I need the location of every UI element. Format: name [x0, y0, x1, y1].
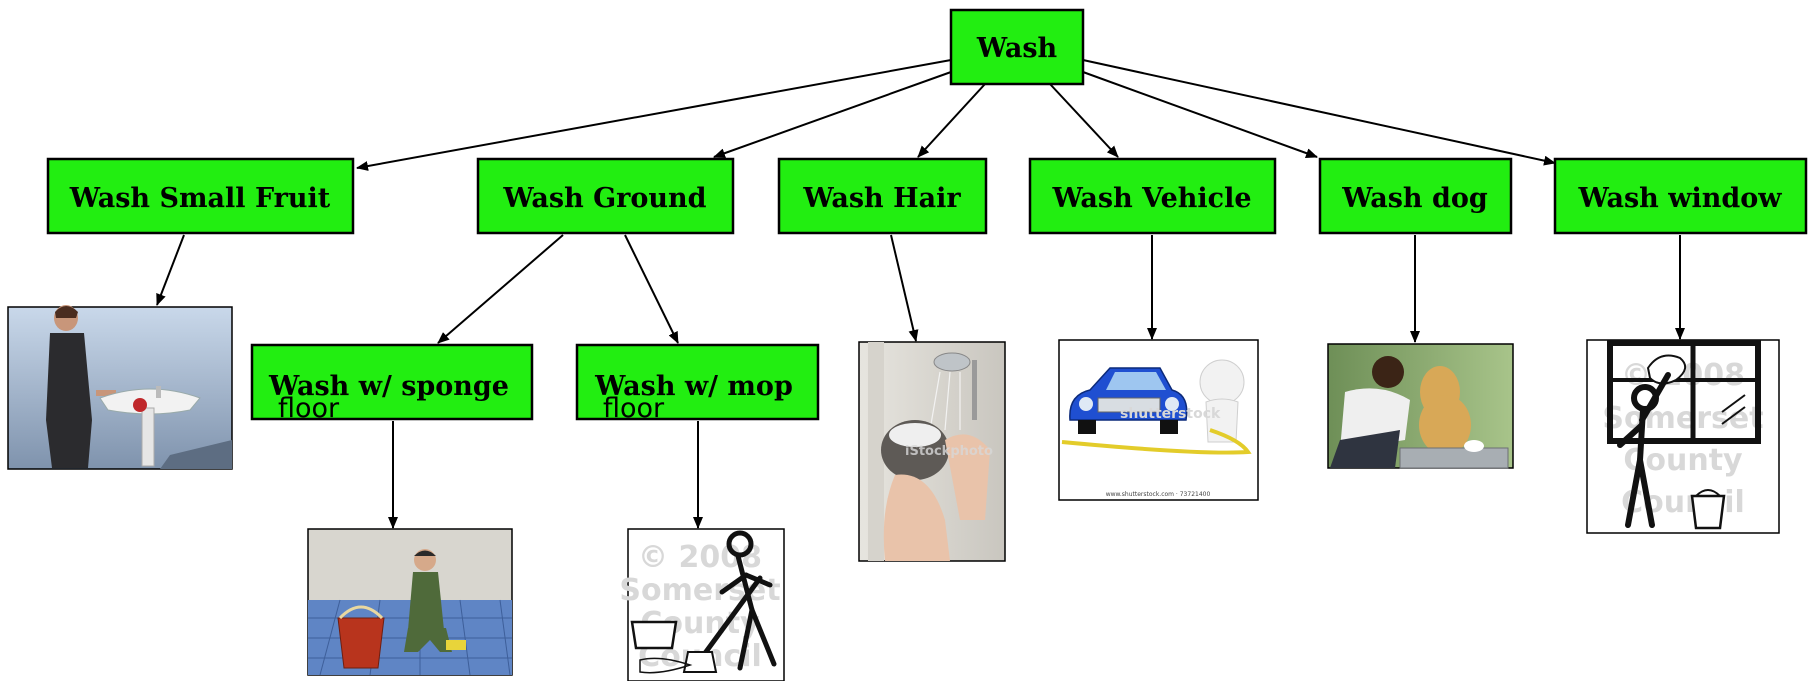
edge-wash-to-hair: [917, 83, 986, 158]
edge-ground-to-sponge: [437, 234, 564, 344]
watermark: shutterstock: [1120, 406, 1221, 422]
edge-wash-to-vehicle: [1049, 83, 1119, 158]
svg-text:Somerset: Somerset: [1602, 401, 1763, 436]
watermark: © 2008 Somerset County Council: [1602, 358, 1763, 520]
wash-dog-image: [1327, 343, 1514, 469]
node-label: Wash Small Fruit: [69, 183, 331, 214]
node-wash-ground: Wash Ground: [476, 157, 735, 235]
wash-window-image: © 2008 Somerset County Council: [1586, 339, 1780, 534]
node-wash-small-fruit: Wash Small Fruit: [46, 157, 355, 235]
node-wash-vehicle: Wash Vehicle: [1028, 157, 1277, 235]
edge-wash-to-dog: [1082, 71, 1318, 158]
node-label: Wash w/ sponge: [268, 371, 509, 402]
edge-wash-to-ground: [713, 71, 952, 158]
wash-with-mop-image: © 2008 Somerset County Council: [619, 528, 785, 681]
node-label: Wash window: [1578, 183, 1783, 214]
watermark: iStockphoto: [905, 444, 993, 459]
small-fruit-image: [7, 305, 233, 470]
wash-vehicle-image: shutterstock www.shutterstock.com · 7372…: [1058, 339, 1259, 501]
node-wash-hair: Wash Hair: [777, 157, 988, 235]
wash-hair-image: iStockphoto: [858, 341, 1006, 562]
node-wash-with-mop: Wash w/ mop floor: [575, 343, 820, 424]
edge-fruit-to-image: [156, 234, 185, 306]
node-wash-label: Wash: [976, 33, 1058, 64]
edge-hair-to-image: [890, 234, 919, 342]
node-wash: Wash: [949, 8, 1085, 86]
node-sublabel: floor: [603, 393, 665, 424]
svg-text:Council: Council: [1621, 485, 1745, 520]
node-label: Wash w/ mop: [594, 371, 793, 402]
node-wash-window: Wash window: [1553, 157, 1808, 235]
node-wash-with-sponge: Wash w/ sponge floor: [250, 343, 534, 424]
node-sublabel: floor: [278, 393, 340, 424]
node-wash-dog: Wash dog: [1318, 157, 1513, 235]
edge-ground-to-mop: [624, 234, 679, 344]
edge-wash-to-fruit: [356, 59, 952, 171]
wash-with-sponge-image: [307, 528, 513, 676]
stock-caption: www.shutterstock.com · 73721400: [1106, 491, 1211, 498]
node-label: Wash Hair: [802, 183, 961, 214]
node-label: Wash Ground: [502, 183, 706, 214]
node-label: Wash dog: [1341, 183, 1488, 214]
node-label: Wash Vehicle: [1051, 183, 1251, 214]
edge-wash-to-window: [1082, 59, 1556, 166]
